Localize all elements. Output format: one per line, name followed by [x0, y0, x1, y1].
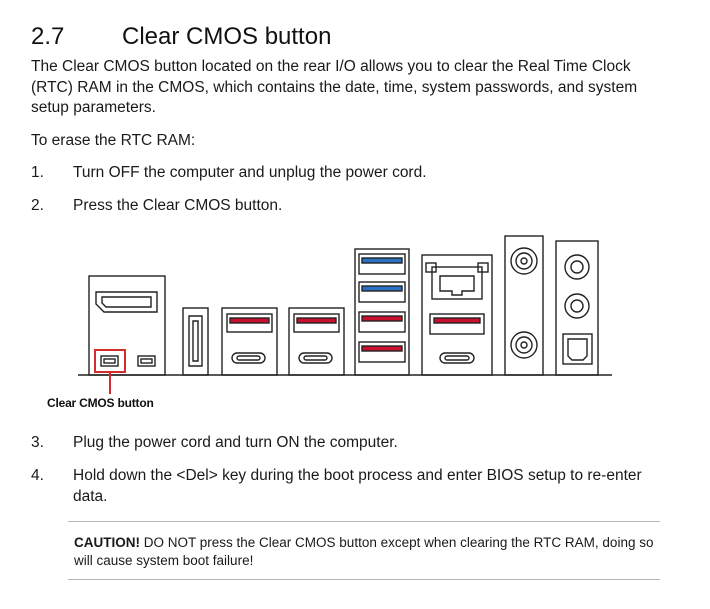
- step-text: Press the Clear CMOS button.: [73, 197, 283, 214]
- clear-cmos-highlight: [94, 349, 126, 394]
- audio-jack-icon: [564, 254, 590, 280]
- displayport-icon: [95, 291, 158, 313]
- hdmi-port: [182, 307, 209, 376]
- usb-group-2: [221, 307, 278, 376]
- lan-port-icon: [431, 266, 483, 300]
- step-text: Hold down the <Del> key during the boot …: [73, 467, 642, 505]
- usb-c-icon: [439, 352, 475, 364]
- intro-paragraph: The Clear CMOS button located on the rea…: [31, 58, 638, 116]
- step-text: Turn OFF the computer and unplug the pow…: [73, 164, 427, 181]
- clear-cmos-button-icon: [100, 355, 119, 367]
- usb-c-icon: [298, 352, 333, 364]
- caution-box: CAUTION! DO NOT press the Clear CMOS but…: [68, 521, 660, 580]
- erase-label: To erase the RTC RAM:: [31, 132, 196, 149]
- lan-usb-group: [421, 254, 493, 376]
- step-number: 3.: [31, 434, 44, 451]
- antenna-connector-icon: [510, 247, 538, 275]
- step-number: 1.: [31, 164, 44, 181]
- usb-c-icon: [231, 352, 266, 364]
- caution-text: CAUTION! DO NOT press the Clear CMOS but…: [74, 534, 658, 570]
- usb-stack-4: [354, 248, 410, 376]
- antenna-connector-icon: [510, 331, 538, 359]
- step-number: 2.: [31, 197, 44, 214]
- caution-label: CAUTION!: [74, 535, 140, 550]
- audio-jack-icon: [564, 293, 590, 319]
- rear-io-diagram: [78, 235, 612, 394]
- optical-port-icon: [562, 333, 593, 365]
- wifi-antenna-group: [504, 235, 544, 376]
- caution-message: DO NOT press the Clear CMOS button excep…: [74, 535, 654, 568]
- step-number: 4.: [31, 467, 44, 484]
- step-text: Plug the power cord and turn ON the comp…: [73, 434, 398, 451]
- audio-group: [555, 240, 599, 376]
- usb-group-3: [288, 307, 345, 376]
- section-title: Clear CMOS button: [122, 23, 332, 50]
- clear-cmos-callout-label: Clear CMOS button: [47, 396, 154, 410]
- section-number: 2.7: [31, 23, 65, 50]
- bios-flashback-button-icon: [137, 355, 156, 367]
- displayport-group: [88, 275, 166, 376]
